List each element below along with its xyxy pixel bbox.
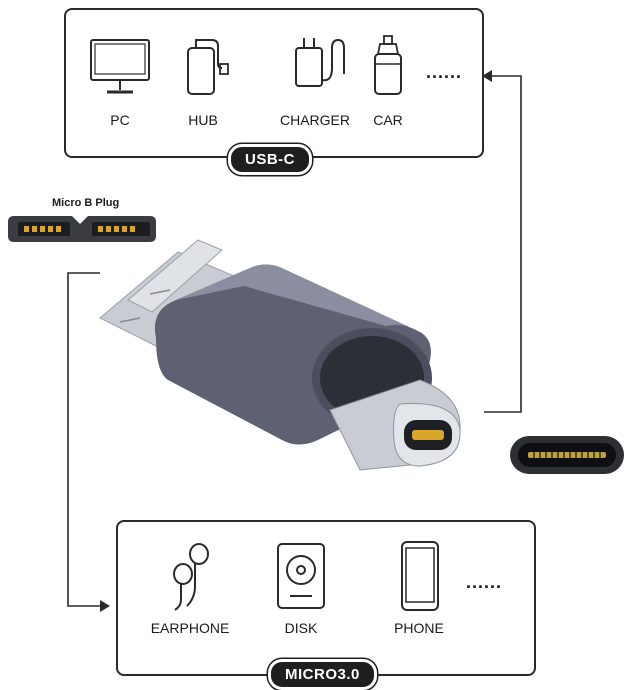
device-car: CAR: [333, 34, 443, 128]
device-hub: HUB: [148, 34, 258, 128]
device-label: PHONE: [394, 620, 444, 636]
device-earphone: EARPHONE: [135, 540, 245, 636]
device-pc: PC: [65, 34, 175, 128]
device-label: PC: [110, 112, 130, 128]
earphone-icon: [173, 543, 209, 611]
micro-devices-panel: [116, 520, 536, 676]
device-charger: CHARGER: [260, 34, 370, 128]
micro-tag: MICRO3.0: [268, 659, 377, 690]
device-label: CHARGER: [279, 112, 350, 128]
usb-c-port-face-icon: [510, 436, 624, 474]
more-devices-ellipsis: ......: [426, 62, 463, 82]
hub-icon: [187, 39, 229, 95]
device-label: HUB: [188, 112, 218, 128]
more-devices-ellipsis: ......: [466, 572, 503, 592]
usb-c-devices-panel: [64, 8, 484, 158]
monitor-icon: [90, 39, 150, 94]
charger-icon: [295, 38, 345, 87]
phone-icon: [401, 541, 439, 611]
usb-c-connector: [329, 379, 461, 471]
device-phone: PHONE: [364, 540, 474, 636]
micro-b-plug-label: Micro B Plug: [52, 197, 120, 209]
device-label: DISK: [284, 620, 318, 636]
device-disk: DISK: [246, 540, 356, 636]
micro-b-plug-face-icon: [8, 216, 156, 242]
usb-c-tag: USB-C: [228, 144, 312, 175]
car-charger-icon: [374, 35, 402, 95]
disk-icon: [277, 543, 325, 609]
micro-b-connector: [99, 239, 235, 347]
device-label: EARPHONE: [150, 620, 230, 636]
device-label: CAR: [373, 112, 403, 128]
